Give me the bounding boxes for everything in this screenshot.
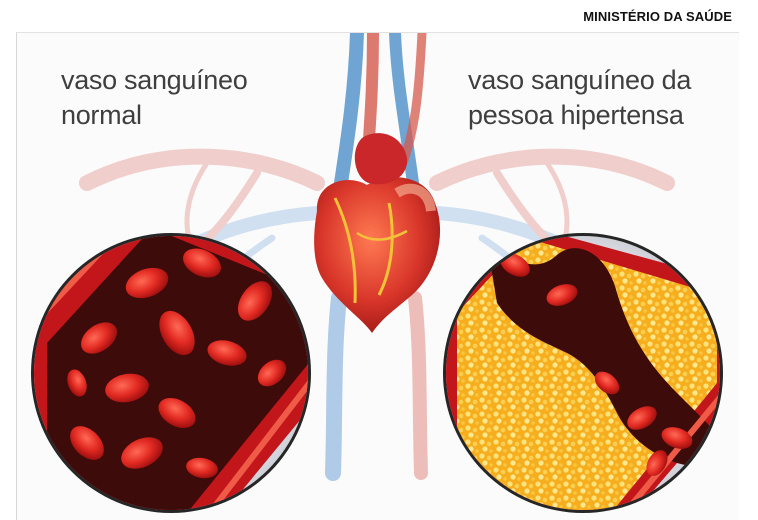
normal-vessel-cutaway xyxy=(17,203,347,520)
hypertensive-vessel-label: vaso sanguíneo da pessoa hipertensa xyxy=(468,63,691,133)
hypertensive-vessel-label-line1: vaso sanguíneo da xyxy=(468,63,691,98)
hypertensive-vessel-cutaway xyxy=(437,223,737,520)
normal-vessel-label: vaso sanguíneo normal xyxy=(61,63,247,133)
image-credit: MINISTÉRIO DA SAÚDE xyxy=(583,9,732,24)
hypertensive-vessel-label-line2: pessoa hipertensa xyxy=(468,98,691,133)
normal-vessel-label-line2: normal xyxy=(61,98,247,133)
normal-vessel-label-line1: vaso sanguíneo xyxy=(61,63,247,98)
illustration-frame: vaso sanguíneo normal vaso sanguíneo da … xyxy=(16,32,739,520)
